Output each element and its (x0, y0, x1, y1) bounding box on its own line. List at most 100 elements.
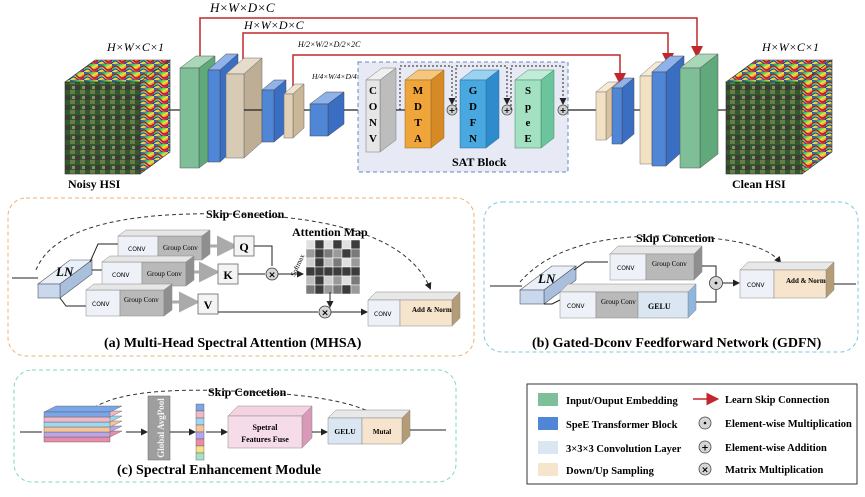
attention-cell (323, 266, 334, 277)
residual-arrow (455, 65, 511, 110)
attention-cell (350, 266, 361, 277)
attention-cell (314, 257, 325, 268)
mhsa-ln-label: LN (55, 264, 74, 279)
vector-cell (195, 410, 205, 419)
sem-feature-stack (43, 405, 123, 443)
mhsa-panel: Skip Concetion LN CONV Group Conv CONV (7, 197, 475, 357)
flow-line (696, 290, 717, 303)
vector-cell (195, 431, 205, 440)
group-conv-label: Group Conv (601, 298, 636, 306)
legend-swatch-sampling (538, 463, 558, 476)
spee-letter: S (525, 85, 531, 97)
gdfn-ln-label: LN (537, 271, 556, 286)
attention-cell (305, 248, 316, 259)
feature-slice (43, 421, 111, 428)
spee-letter: e (526, 117, 531, 129)
output-embedding-block (679, 53, 719, 169)
spectral-features-fuse-block: Spetral Features Fuse (227, 405, 313, 449)
attention-cell (314, 248, 325, 259)
mhsa-skip-label: Skip Concetion (206, 207, 285, 221)
attention-cell (314, 239, 325, 250)
conv-letter: O (369, 101, 378, 113)
matmul-symbol: × (321, 309, 329, 319)
vector-cell (195, 403, 205, 412)
sem-output-block: GELU Mutal (327, 409, 411, 445)
legend-box (526, 383, 858, 485)
mdta-block: M D T A (404, 69, 445, 149)
gdfn-panel: Skip Concetion LN CONV Group Conv CONV G (483, 201, 859, 353)
attention-cell (341, 248, 352, 259)
attention-cell (305, 257, 316, 268)
gdfn-letter: F (470, 117, 477, 129)
mdta-letter: M (413, 85, 424, 97)
spee-module-block: S p e E (514, 69, 555, 149)
sem-panel-border (13, 369, 457, 483)
attention-cell (332, 284, 343, 295)
legend-matmul-symbol: × (701, 466, 709, 476)
legend-matmul-label: Matrix Multiplication (725, 465, 823, 476)
mhsa-skip-arrow (35, 213, 432, 290)
legend-add-symbol: + (701, 444, 709, 454)
legend-skip-label: Learn Skip Connection (725, 395, 830, 406)
v-box (197, 293, 219, 315)
flow-line (254, 245, 273, 266)
mhsa-k-branch: CONV Group Conv (101, 255, 195, 287)
attention-cell (332, 275, 343, 286)
attention-cell (305, 284, 316, 295)
noisy-hsi-cube (64, 59, 171, 175)
fuse-label-line2: Features Fuse (241, 435, 289, 444)
add-op-symbol: + (560, 106, 567, 115)
legend-mult-label: Element-wise Multiplication (725, 419, 852, 430)
add-norm-label: Add & Norm (412, 306, 452, 314)
legend-spee-label: SpeE Transformer Block (566, 420, 678, 431)
group-conv-label: Group Conv (652, 260, 687, 268)
attention-map-label: Attention Map (292, 225, 368, 239)
legend-matmul-icon (698, 462, 712, 476)
conv-label: CONV (747, 282, 765, 289)
attention-cell (332, 239, 343, 250)
clean-hsi-cube (725, 59, 833, 175)
gelu-label: GELU (648, 302, 671, 311)
skip-connection-2 (242, 32, 674, 65)
spee-block-3 (309, 91, 345, 137)
flow-line (544, 299, 561, 305)
skip-dim-3: H/2×W/2×D/2×2C (297, 40, 361, 49)
conv-label: CONV (128, 246, 146, 253)
attention-cell (323, 248, 334, 259)
group-conv-label: Group Conv (147, 270, 182, 278)
attention-cell (305, 266, 316, 277)
conv-label: CONV (617, 265, 635, 272)
skip-dim-1: H×W×D×C (209, 0, 275, 15)
spee-block-4 (611, 77, 635, 145)
attention-cell (341, 266, 352, 277)
attention-cell (332, 266, 343, 277)
mdta-letter: A (414, 133, 422, 145)
attention-cell (350, 257, 361, 268)
spee-block-2 (261, 79, 287, 143)
mutal-label: Mutal (373, 428, 391, 436)
legend-conv-label: 3×3×3 Convolution Layer (566, 444, 682, 455)
residual-arrow (510, 65, 567, 110)
softmax-label: Softmax (289, 253, 306, 278)
global-avgpool-block: Global AvgPool (147, 395, 171, 461)
legend: Input/Ouput Embedding SpeE Transformer B… (526, 383, 858, 485)
feature-slice (43, 431, 111, 438)
vector-cell (195, 452, 205, 461)
vector-cell (195, 424, 205, 433)
legend-swatch-spee (538, 417, 558, 430)
mdta-letter: D (414, 101, 422, 113)
sat-block-label: SAT Block (452, 155, 507, 169)
conv-label: CONV (112, 272, 130, 279)
input-dim: H×W×C×1 (106, 40, 164, 54)
add-op-symbol: + (504, 106, 511, 115)
sem-panel: Skip Concetion Global AvgPool Spetral Fe… (13, 369, 457, 483)
mhsa-output-block: CONV Add & Norm (367, 291, 461, 327)
attention-cell (341, 239, 352, 250)
group-conv-label: Group Conv (124, 296, 159, 304)
skip-dim-2: H×W×D×C (243, 18, 305, 32)
legend-swatch-conv (538, 441, 558, 454)
v-label: V (204, 298, 213, 312)
mhsa-v-branch: CONV Group Conv (85, 283, 173, 317)
add-norm-label: Add & Norm (786, 277, 826, 285)
attention-cell (305, 275, 316, 286)
